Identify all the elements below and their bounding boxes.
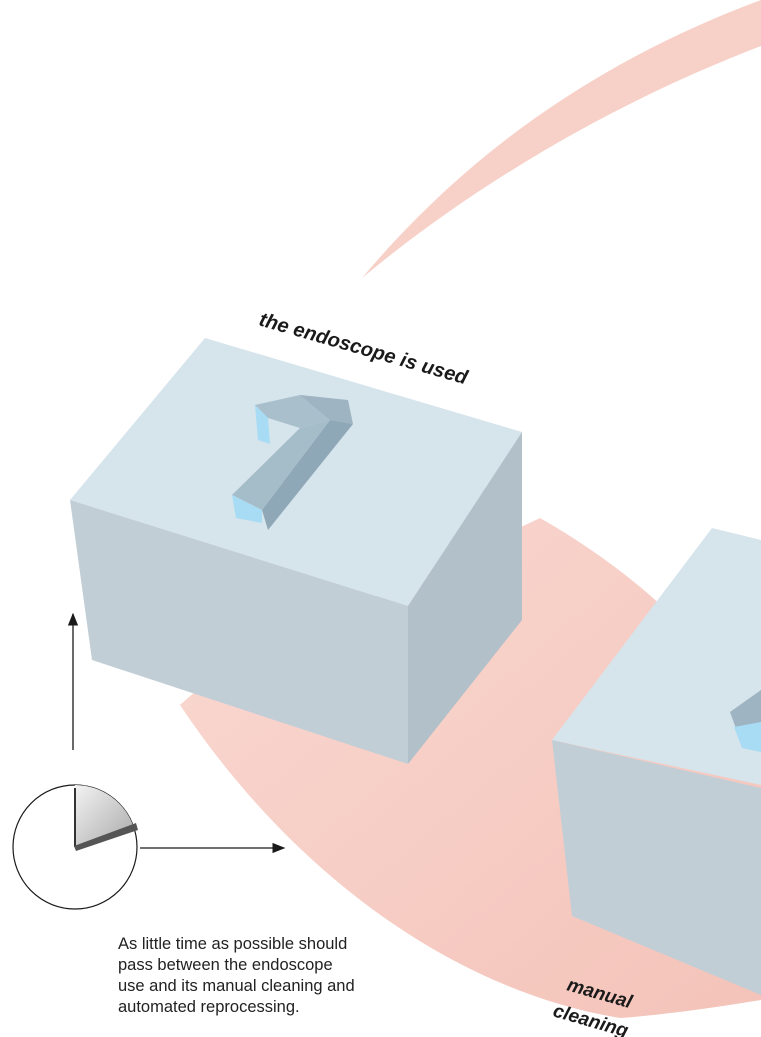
- box-1-side: [408, 432, 522, 764]
- box-1-front: [70, 500, 408, 764]
- clock-icon: [12, 784, 138, 910]
- step-1-box: [70, 338, 522, 764]
- time-axes: [67, 612, 286, 854]
- timing-note: As little time as possible should pass b…: [118, 935, 355, 1016]
- box-2-top: [552, 528, 761, 785]
- box-2-numeral: [730, 690, 761, 752]
- box-2-front: [552, 740, 761, 995]
- step-2-box: [552, 528, 761, 995]
- cycle-arc-upper: [362, 0, 761, 278]
- box-1-numeral: [232, 395, 353, 530]
